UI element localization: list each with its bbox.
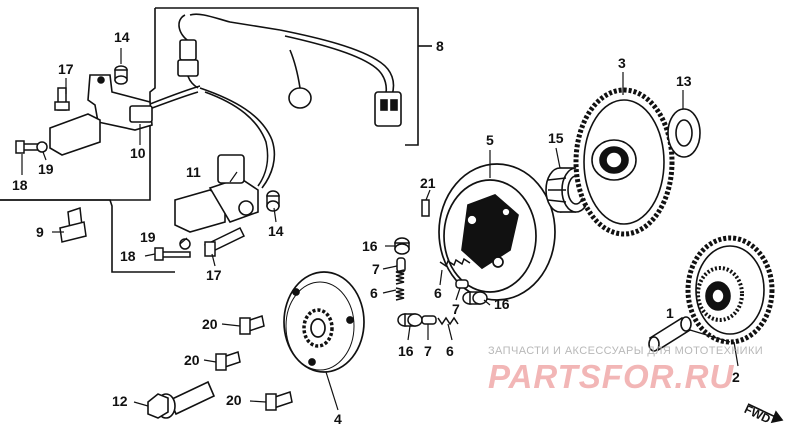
callout-18-lower: 18 <box>120 248 136 264</box>
callout-6-a: 6 <box>370 285 378 301</box>
callout-2: 2 <box>732 369 740 385</box>
callout-7-b: 7 <box>452 301 460 317</box>
collar-14-lower <box>266 190 280 212</box>
spring-6-b <box>439 257 471 268</box>
collar-14-upper <box>114 65 128 85</box>
callout-9: 9 <box>36 224 44 240</box>
callout-5: 5 <box>486 132 494 148</box>
starter-driven-gear-3 <box>573 87 675 237</box>
callout-19-upper: 19 <box>38 161 54 177</box>
callout-8: 8 <box>436 38 444 54</box>
callout-12: 12 <box>112 393 128 409</box>
flange-bolt-12 <box>147 380 216 419</box>
callout-11: 11 <box>186 164 201 180</box>
bolt-17-upper <box>54 87 70 111</box>
bolt-20-a <box>239 315 265 335</box>
callout-20-b: 20 <box>184 352 200 368</box>
callout-6-c: 6 <box>446 343 454 359</box>
wire-clamp-9 <box>59 206 87 243</box>
bolt-20-c <box>265 391 293 411</box>
callout-1: 1 <box>666 305 674 321</box>
callout-14-upper: 14 <box>114 29 130 45</box>
callout-13: 13 <box>676 73 692 89</box>
spring-6-c <box>437 316 459 326</box>
dowel-pin-21 <box>421 199 430 217</box>
roller-cap-16-a <box>394 237 410 255</box>
callout-4: 4 <box>334 411 342 427</box>
screw-18-lower <box>154 238 191 261</box>
bolt-17-lower <box>203 227 246 257</box>
spring-cap-7-a <box>396 257 406 273</box>
fwd-arrow-icon <box>747 403 784 424</box>
wire-harness <box>135 13 395 189</box>
callout-19-lower: 19 <box>140 229 156 245</box>
callout-labels: 14 17 8 10 18 19 11 9 19 18 17 14 21 5 1… <box>12 29 740 427</box>
starter-clutch-outer-5 <box>438 163 556 301</box>
callout-20-a: 20 <box>202 316 218 332</box>
callout-16-b: 16 <box>494 296 510 312</box>
callout-20-c: 20 <box>226 392 242 408</box>
spring-cap-7-b <box>455 279 469 289</box>
callout-15: 15 <box>548 130 564 146</box>
bolt-20-b <box>215 351 241 371</box>
callout-16-c: 16 <box>398 343 414 359</box>
pulse-generator-lower <box>174 154 259 233</box>
callout-17-lower: 17 <box>206 267 222 283</box>
callout-18-upper: 18 <box>12 177 28 193</box>
starter-idle-gear-2 <box>685 235 775 345</box>
callout-16-a: 16 <box>362 238 378 254</box>
leader-lines <box>21 48 739 411</box>
roller-cap-16-b <box>462 291 488 305</box>
callout-7-c: 7 <box>424 343 432 359</box>
callout-14-lower: 14 <box>268 223 284 239</box>
callout-21: 21 <box>420 175 436 191</box>
screw-18-upper <box>15 140 48 154</box>
harness-group-bracket <box>0 7 432 273</box>
callout-17-upper: 17 <box>58 61 74 77</box>
roller-cap-16-c <box>397 313 423 327</box>
spring-cap-7-c <box>421 315 437 325</box>
pulse-generator-assembly <box>49 74 153 156</box>
spring-6-a <box>395 269 405 301</box>
watermark-logo: PARTSFOR.RU <box>488 358 735 395</box>
harness-connector-plug <box>177 39 402 127</box>
callout-7-a: 7 <box>372 261 380 277</box>
watermark-caption: ЗАПЧАСТИ И АКСЕССУАРЫ ДЛЯ МОТОТЕХНИКИ <box>488 345 764 357</box>
callout-6-b: 6 <box>434 285 442 301</box>
callout-10: 10 <box>130 145 146 161</box>
callout-3: 3 <box>618 55 626 71</box>
flywheel-plate-4 <box>283 271 365 373</box>
thrust-washer-13 <box>667 108 701 158</box>
